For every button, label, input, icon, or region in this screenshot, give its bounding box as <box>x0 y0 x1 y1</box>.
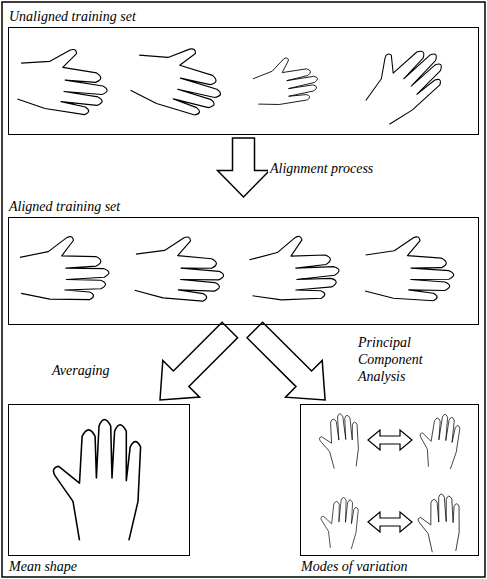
panel-heading: Unaligned training set <box>9 9 136 25</box>
shape-panel: Unaligned training set <box>8 27 479 135</box>
arrow-label: Principal Component Analysis <box>356 334 446 385</box>
shape-panel: Aligned training set <box>8 217 479 325</box>
block-arrow <box>160 322 238 400</box>
shape-panel: Modes of variation <box>300 404 479 556</box>
arrow-label: Averaging <box>50 362 112 379</box>
block-arrow <box>218 138 270 197</box>
panel-heading: Mean shape <box>9 559 77 575</box>
block-arrow <box>247 322 325 400</box>
arrow-label: Alignment process <box>268 160 375 177</box>
panel-heading: Aligned training set <box>9 199 120 215</box>
panel-heading: Modes of variation <box>301 559 408 575</box>
shape-panel: Mean shape <box>8 404 190 556</box>
